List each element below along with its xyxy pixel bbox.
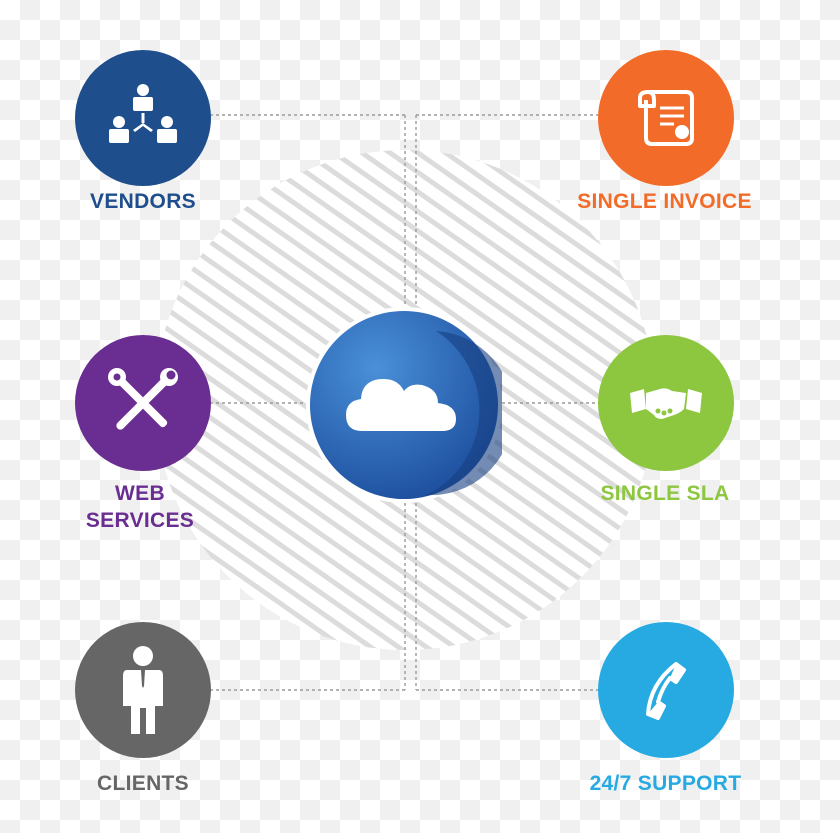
- single-invoice-label: SINGLE INVOICE: [577, 190, 752, 213]
- handshake-icon: [630, 388, 702, 419]
- businessman-icon: [123, 646, 163, 734]
- web-services-label: WEB SERVICES: [55, 480, 225, 534]
- phone-icon: [646, 662, 686, 720]
- clients-label: CLIENTS: [97, 772, 189, 795]
- vendors-node: [75, 50, 211, 186]
- connector-lines: [210, 114, 600, 691]
- hierarchy-people-icon: [109, 84, 177, 143]
- support-label: 24/7 SUPPORT: [589, 772, 742, 795]
- single-invoice-node: [598, 50, 734, 186]
- vendors-label: VENDORS: [90, 190, 196, 213]
- web-services-label-line2: SERVICES: [85, 509, 195, 532]
- support-node: [598, 622, 734, 758]
- clients-node: [75, 622, 211, 758]
- cloud-icon: [310, 311, 502, 499]
- single-sla-label: SINGLE SLA: [600, 482, 730, 505]
- web-services-node: [75, 335, 211, 471]
- invoice-scroll-icon: [638, 90, 694, 146]
- web-services-label-line1: WEB: [115, 482, 165, 505]
- cloud-hub: [306, 307, 502, 503]
- tools-icon: [108, 368, 178, 430]
- single-sla-node: [598, 335, 734, 471]
